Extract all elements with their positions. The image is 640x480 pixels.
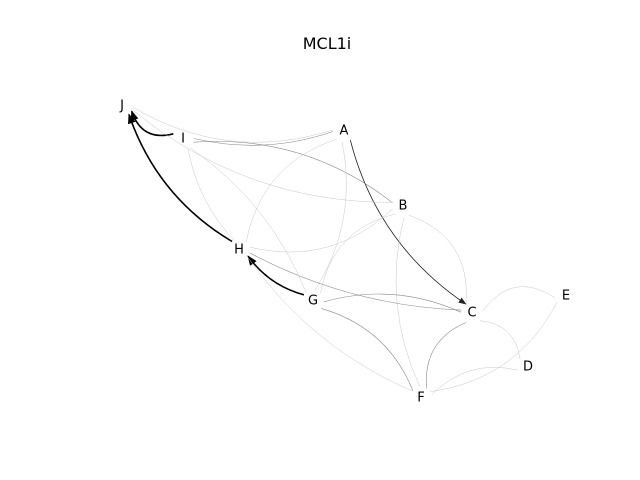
node-e: E — [562, 289, 570, 304]
edge-b-j — [132, 109, 393, 203]
node-d: D — [523, 360, 533, 375]
edges-layer — [128, 106, 558, 396]
diagram-title: MCL1i — [303, 34, 352, 53]
edge-c-f — [426, 322, 467, 389]
node-a: A — [340, 124, 349, 139]
edge-a-h — [246, 138, 337, 242]
edge-a-j — [132, 106, 334, 143]
node-b: B — [399, 199, 408, 214]
edge-i-b — [193, 141, 393, 204]
edge-g-f — [321, 308, 414, 391]
edge-c-e — [482, 286, 556, 312]
node-i: I — [181, 132, 185, 147]
node-f: F — [417, 391, 424, 406]
edge-b-h — [249, 208, 393, 253]
nodes-layer: A B C D E F G H I J — [119, 99, 570, 406]
node-h: H — [234, 243, 244, 258]
edge-f-e — [429, 302, 558, 392]
edge-b-g — [320, 213, 396, 294]
edge-b-c — [408, 214, 467, 304]
node-g: G — [308, 294, 318, 309]
edge-c-d — [479, 320, 521, 360]
edge-h-j — [128, 113, 233, 243]
edge-h-f — [247, 256, 413, 392]
edge-a-c — [349, 139, 467, 305]
edge-g-h — [247, 255, 305, 296]
edge-g-c — [323, 293, 462, 313]
node-c: C — [467, 306, 476, 321]
edge-i-g — [189, 147, 307, 293]
edge-i-h — [187, 148, 235, 241]
node-j: J — [119, 99, 124, 114]
edge-f-d — [431, 367, 518, 396]
edge-h-c — [249, 252, 462, 311]
edge-i-j — [130, 110, 174, 137]
edge-a-g — [314, 141, 347, 291]
